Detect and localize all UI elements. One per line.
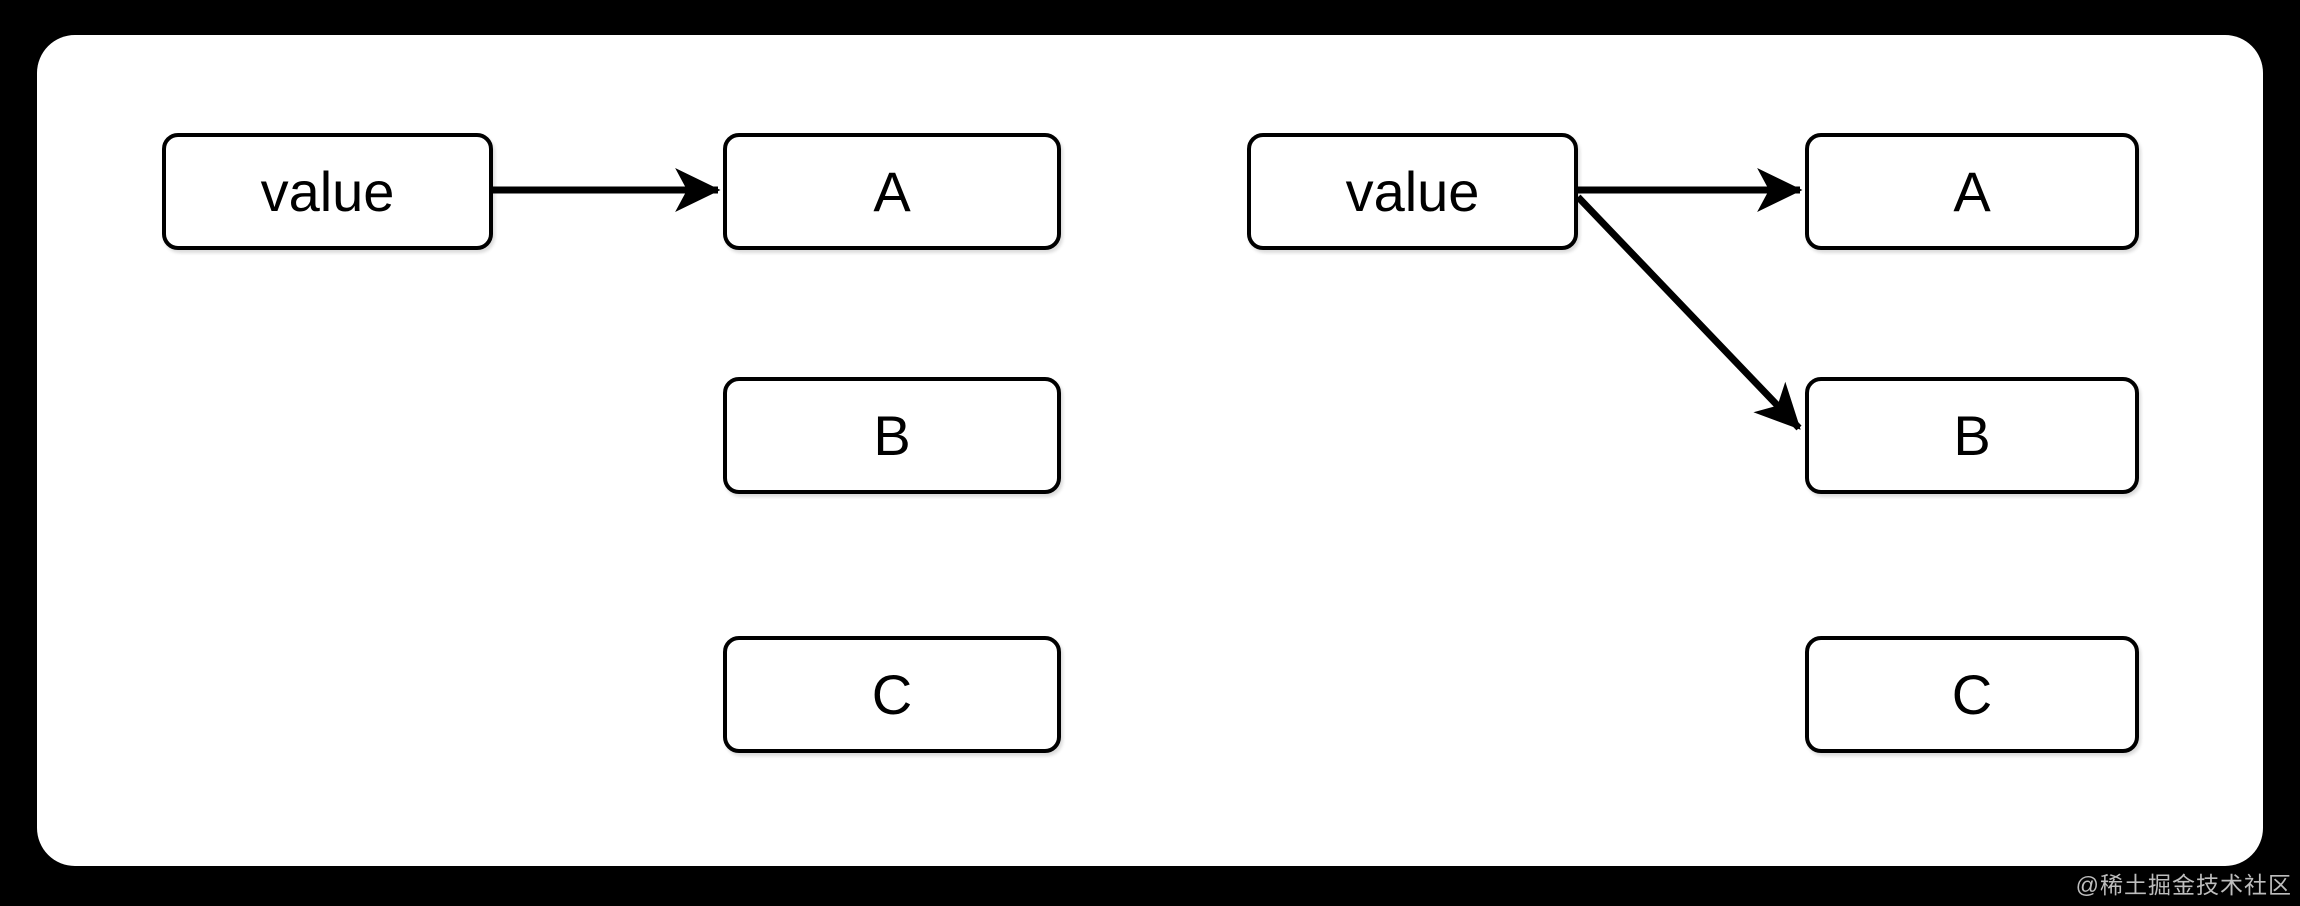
node-right-value: value — [1247, 133, 1578, 250]
node-left-a: A — [723, 133, 1061, 250]
node-left-b: B — [723, 377, 1061, 494]
node-right-a: A — [1805, 133, 2139, 250]
node-right-b: B — [1805, 377, 2139, 494]
node-left-value: value — [162, 133, 493, 250]
node-right-c: C — [1805, 636, 2139, 753]
watermark: @稀土掘金技术社区 — [2075, 872, 2292, 898]
node-left-c: C — [723, 636, 1061, 753]
